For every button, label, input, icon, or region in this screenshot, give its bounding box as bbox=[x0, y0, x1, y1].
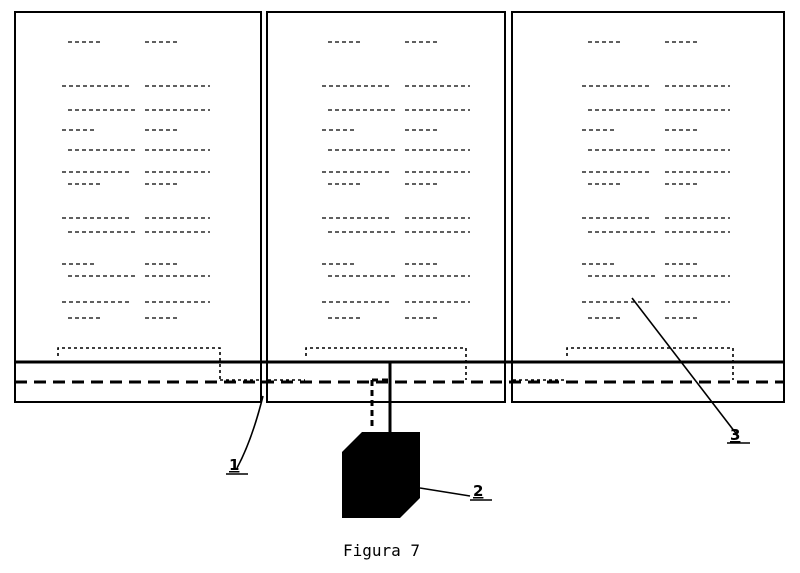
leader-3 bbox=[631, 297, 739, 437]
leader-1 bbox=[236, 395, 264, 469]
panel-middle bbox=[266, 11, 506, 403]
panel-text-lines bbox=[62, 41, 730, 319]
panel-right bbox=[511, 11, 785, 403]
rail-brackets bbox=[57, 347, 734, 381]
callout-3-label: 3 bbox=[730, 426, 740, 444]
connector bbox=[370, 362, 392, 432]
panel-left bbox=[14, 11, 262, 403]
rail bbox=[15, 347, 784, 384]
figure-caption: Figura 7 bbox=[343, 541, 420, 560]
panels bbox=[14, 11, 785, 403]
unit-block bbox=[342, 432, 420, 518]
callout-2-label: 2 bbox=[473, 482, 483, 500]
callout-1-label: 1 bbox=[229, 456, 239, 474]
callout-leaders bbox=[226, 297, 750, 501]
leader-2 bbox=[419, 487, 471, 497]
